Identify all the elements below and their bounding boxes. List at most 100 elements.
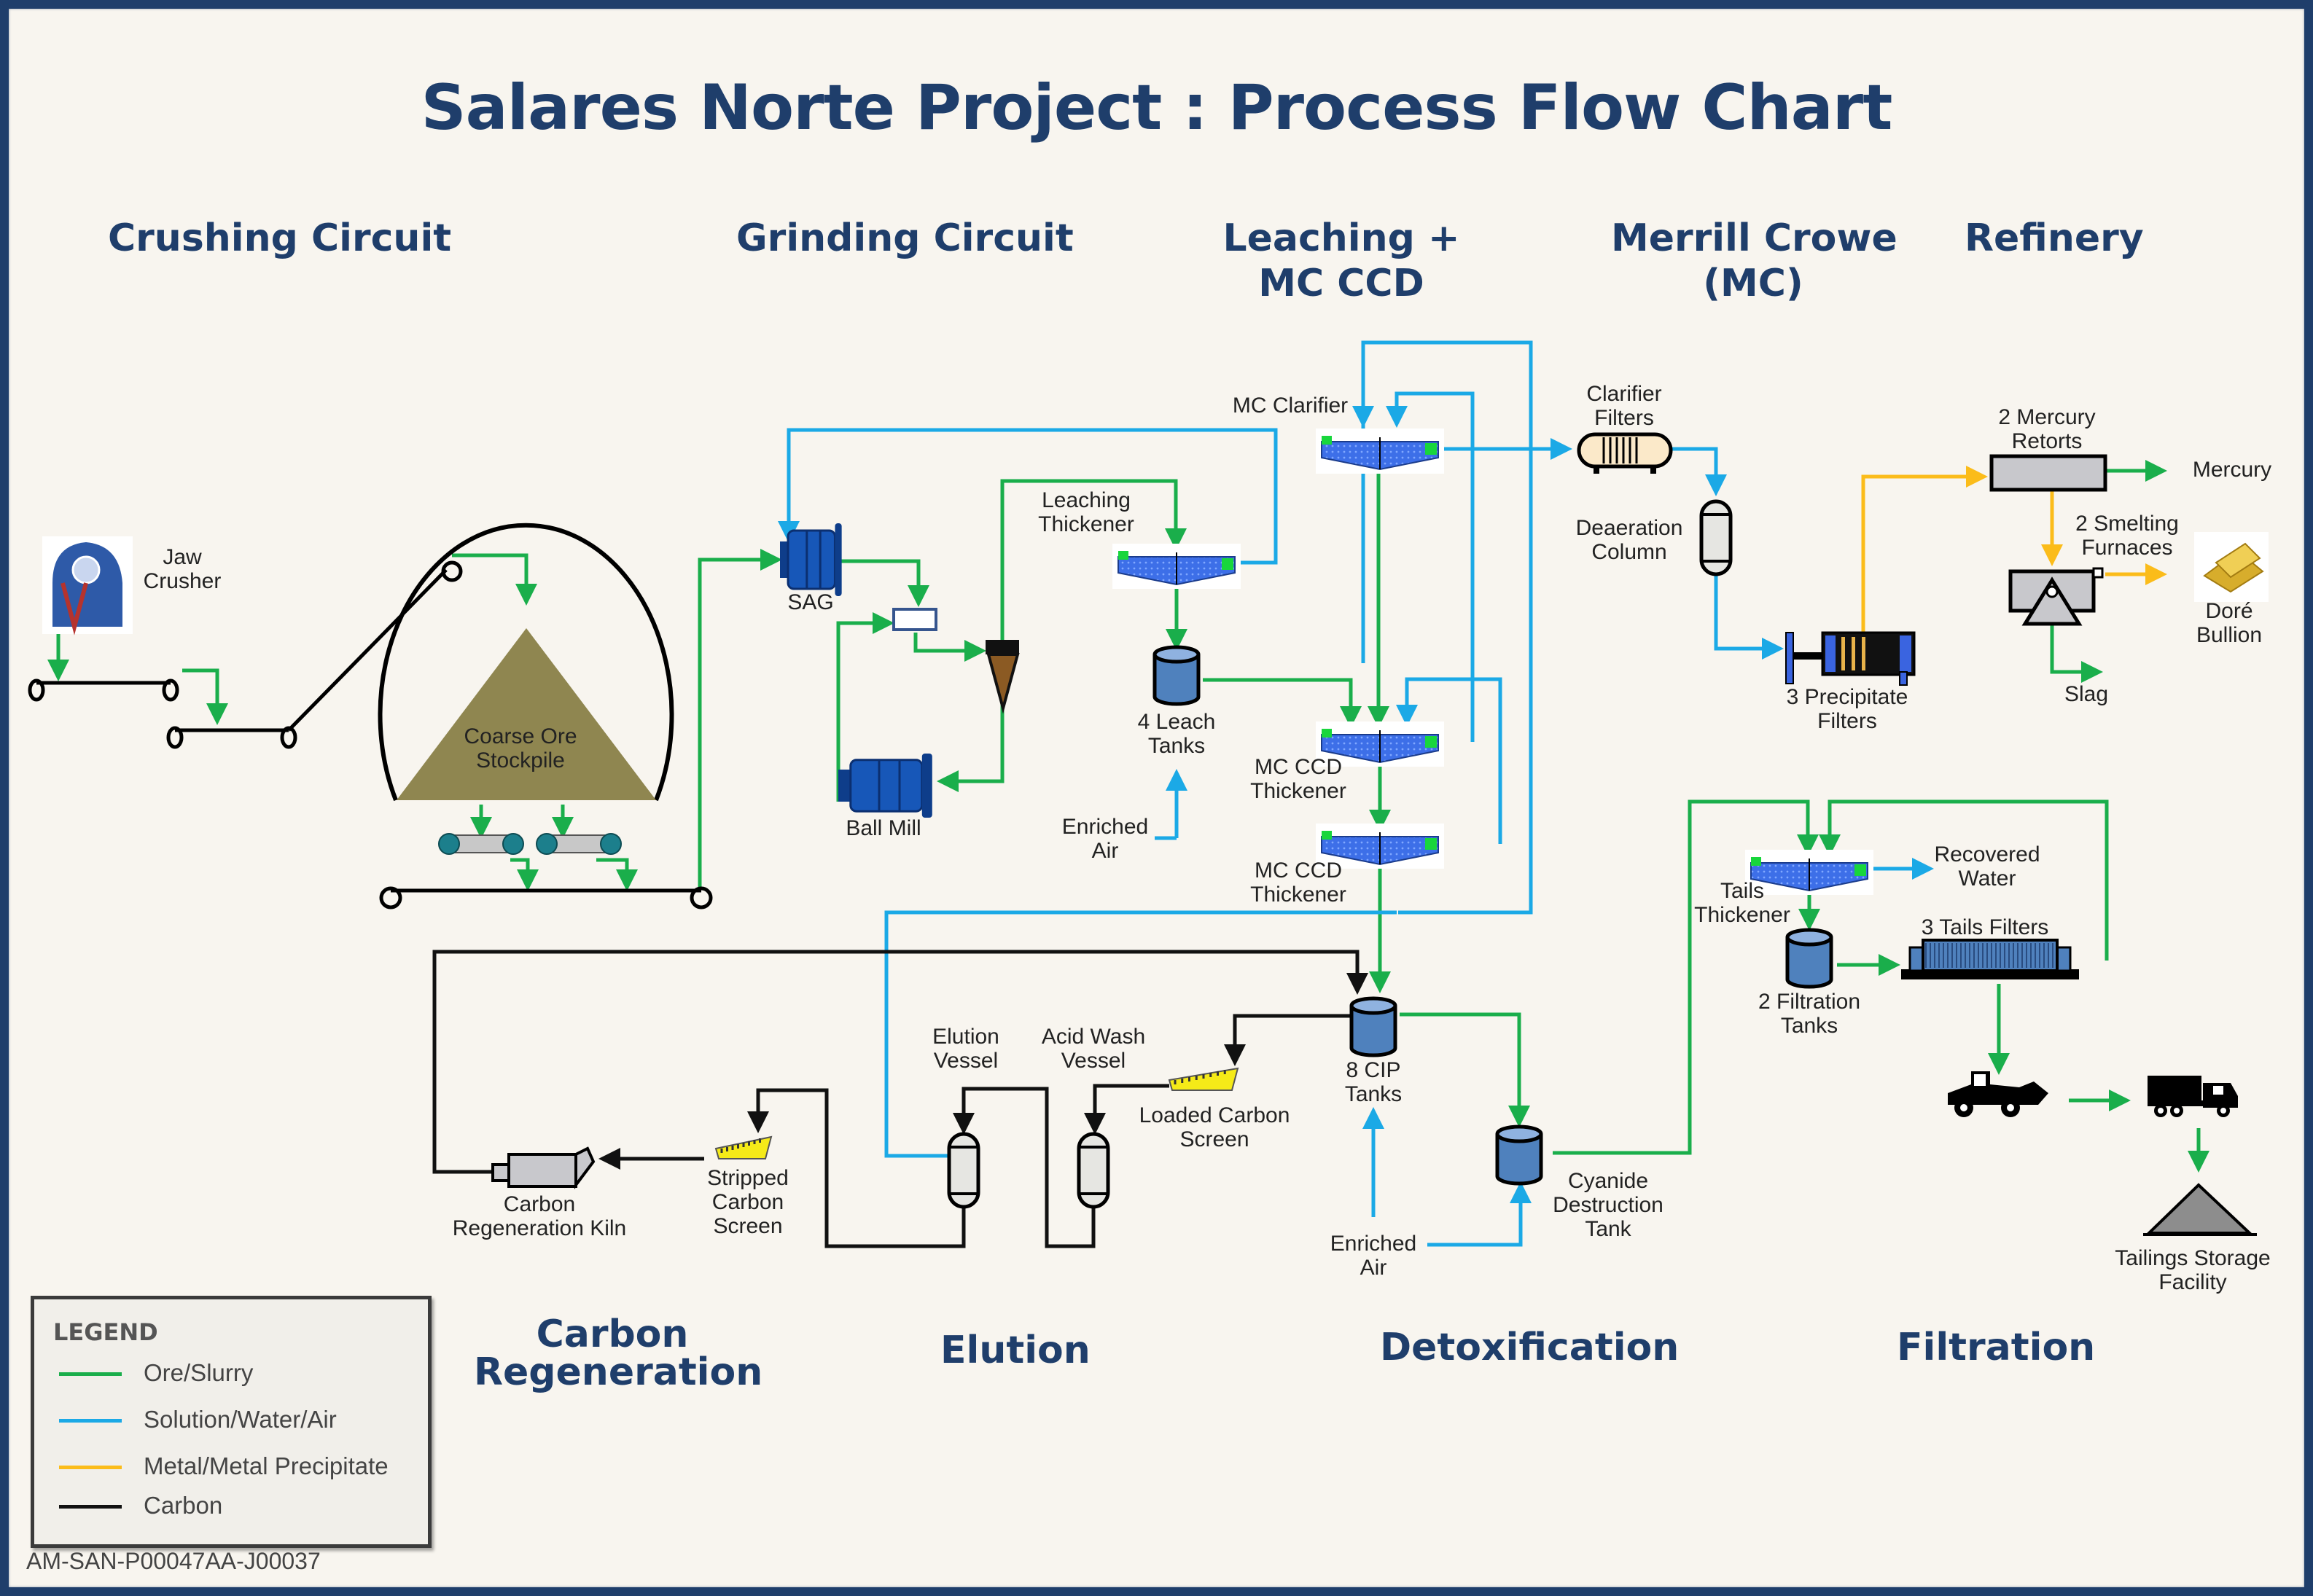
flow-leach-thickener-to-sag	[778, 428, 1278, 565]
label-line: Screen	[713, 1214, 783, 1238]
flow-acid-wash-to-elution	[953, 1087, 1096, 1248]
feeder-roller	[600, 833, 622, 855]
section-elution: Elution	[940, 1329, 1091, 1372]
mill-trunnion	[780, 541, 789, 578]
document-id: AM-SAN-P00047AA-J00037	[26, 1548, 321, 1574]
section-crushing-circuit: Crushing Circuit	[108, 216, 452, 260]
label-line: Vessel	[933, 1049, 999, 1073]
thickener-drive	[1322, 729, 1332, 738]
conveyor-pulley	[166, 726, 184, 749]
conveyor-sag-feed-icon	[379, 886, 713, 910]
thickener-overflow	[1425, 736, 1437, 748]
label-line: Tanks	[1147, 734, 1206, 758]
vessel-shell	[1077, 1132, 1110, 1209]
label-line: Jaw	[163, 545, 202, 569]
section-merrill-line2: (MC)	[1703, 262, 1803, 305]
flow-furnace-to-slag	[2050, 606, 2103, 683]
loader-body	[1948, 1071, 2048, 1105]
tank-body	[1495, 1134, 1543, 1186]
flow-enriched-air-cyanide	[1427, 1181, 1532, 1247]
dore-bullion-icon	[2194, 532, 2269, 602]
tails-thickener-icon	[1745, 850, 1873, 895]
carbon-regeneration-kiln-icon	[491, 1146, 596, 1189]
thickener-drive	[1322, 436, 1332, 445]
flow-leach-tanks-to-ccd1	[1203, 678, 1362, 728]
conveyor-pulley	[162, 678, 179, 702]
flow-deaeration-to-precip	[1714, 576, 1784, 660]
label-line: Tailings Storage	[2115, 1246, 2271, 1270]
press-leg	[1899, 671, 1908, 686]
precipitate-filters-icon	[1785, 631, 1916, 686]
label-line: Thickener	[1694, 903, 1790, 927]
mc-ccd-thickener-1-icon	[1316, 721, 1444, 767]
label-line: Column	[1591, 540, 1667, 564]
label-line: 3 Tails Filters	[1921, 915, 2049, 939]
label-line: Leaching	[1042, 488, 1131, 512]
vessel-shell	[947, 1132, 980, 1209]
clarifier-filters-icon	[1577, 432, 1673, 474]
label-line: Acid Wash	[1041, 1025, 1146, 1049]
label-line: Carbon	[503, 1192, 576, 1216]
conveyor-pulley	[690, 886, 713, 910]
label-line: MC Clarifier	[1232, 394, 1349, 418]
flow-conveyor-to-sag	[698, 549, 782, 889]
label-line: MC CCD	[1255, 755, 1342, 779]
loader-window	[1974, 1074, 1986, 1086]
thickener-overflow	[1222, 558, 1233, 570]
flow-tails-filters-return	[1819, 799, 2109, 961]
section-merrill-crowe: Merrill Crowe(MC)	[1611, 216, 1897, 306]
stockpile-dome-icon	[378, 523, 674, 802]
furnace-pivot	[2045, 585, 2059, 598]
tank-body	[1785, 937, 1833, 989]
stockpile-icon	[397, 628, 656, 800]
equipment-icons	[28, 429, 2269, 1236]
legend-title: LEGEND	[53, 1318, 158, 1346]
flow-screen-to-cyclone	[913, 633, 986, 662]
thickener-overflow	[1425, 838, 1437, 850]
label-slag: Slag	[1940, 682, 2232, 706]
flow-loaded-screen-to-acid-wash	[1084, 1084, 1169, 1135]
flow-sag-to-screen	[838, 559, 929, 607]
label-line: Tails	[1720, 879, 1764, 903]
label-line: Filters	[1817, 709, 1877, 733]
section-detoxification: Detoxification	[1380, 1326, 1680, 1369]
jaw-crusher-jaw	[61, 582, 88, 635]
dore-bar	[2215, 542, 2261, 579]
conveyor-pulley	[441, 560, 463, 582]
stripped-carbon-screen-icon	[714, 1135, 773, 1159]
press-cloth	[1852, 637, 1855, 670]
label-line: Thickener	[1250, 779, 1346, 803]
label-line: Bullion	[2196, 623, 2263, 647]
label-line: Furnaces	[2081, 536, 2173, 560]
truck-window	[2213, 1086, 2223, 1095]
filter-end	[2056, 946, 2072, 972]
smelting-furnace-icon	[2008, 567, 2104, 626]
cip-tanks-icon	[1349, 996, 1397, 1057]
feeder-roller	[536, 833, 558, 855]
mc-ccd-thickener-2-icon	[1316, 824, 1444, 869]
tank-top	[1349, 996, 1397, 1015]
press-ram	[1793, 652, 1822, 660]
feeder-1-icon	[438, 833, 524, 855]
label-line: Loaded Carbon	[1139, 1103, 1290, 1127]
tank-top	[1785, 928, 1833, 947]
label-sag: SAG	[665, 590, 956, 614]
label-line: 8 CIP	[1346, 1058, 1401, 1082]
elution-vessel-icon	[947, 1132, 980, 1209]
label-line: 2 Smelting	[2075, 512, 2179, 536]
label-line: Air	[1091, 839, 1119, 863]
filter-leg	[1594, 466, 1599, 474]
flow-conveyor1-to-conveyor2	[182, 668, 228, 725]
legend-label-solution: Solution/Water/Air	[144, 1406, 337, 1433]
acid-wash-vessel-icon	[1077, 1132, 1110, 1209]
